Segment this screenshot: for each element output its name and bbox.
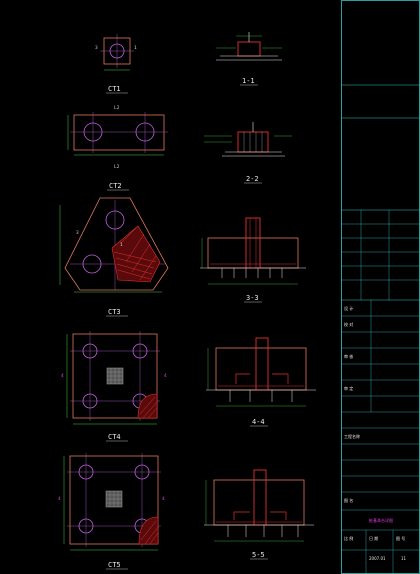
reviewer-label: 审 核: [344, 353, 353, 359]
date-label: 日 期: [369, 535, 378, 541]
section-2-2: 2-2: [204, 122, 292, 184]
section-5-5: 5-5: [204, 469, 314, 560]
section-1-1: 1-1: [216, 32, 282, 86]
plan-caption-ct5: CT5: [108, 561, 121, 569]
section-mark-right: 4: [164, 373, 167, 379]
section-caption-2-2: 2-2: [246, 175, 259, 183]
section-mark-left: 4: [58, 496, 61, 502]
drawing-name: 桩基承台详图: [369, 517, 393, 523]
pile-cap-plan-ct2: L2 L2 CT2: [67, 105, 168, 191]
pile-cap-plan-ct1: 3 1 CT1: [95, 34, 137, 94]
plan-caption-ct4: CT4: [108, 433, 121, 441]
drawing-name-label: 图 名: [344, 497, 353, 503]
title-block-grid: [341, 210, 420, 574]
date-value: 2007.01: [369, 556, 386, 561]
plan-caption-ct1: CT1: [108, 85, 121, 93]
pile-cap-mark-right: 1: [120, 242, 123, 248]
dim-label-top: L2: [114, 105, 120, 111]
section-4-4: 4-4: [206, 337, 316, 427]
drawing-no-label: 图 号: [396, 535, 405, 541]
checker-label: 校 对: [344, 321, 353, 327]
section-mark-left: 4: [61, 373, 64, 379]
sheet-number: 11: [401, 556, 407, 561]
rebar-mesh-hatch: [111, 225, 161, 283]
section-3-3: 3-3: [200, 217, 306, 303]
section-mark-right: 4: [162, 496, 165, 502]
pile-cap-mark-left: 3: [95, 45, 98, 51]
scale-label: 比 例: [344, 535, 353, 541]
pile-cap-mark-right: 1: [134, 45, 137, 51]
section-caption-3-3: 3-3: [246, 294, 259, 302]
designer-label: 设 计: [344, 305, 353, 311]
plan-caption-ct3: CT3: [108, 308, 121, 316]
pile-cap-mark-left: 3: [76, 230, 79, 236]
pile-cap-plan-ct5: 4 4 CT5: [58, 453, 165, 570]
pile-cap-plan-ct4: 4 4 CT4: [61, 331, 167, 442]
plan-caption-ct2: CT2: [109, 182, 122, 190]
title-block: 设 计 校 对 审 核 审 定 工程名称 图 名 桩基承台详图 比 例 日 期 …: [341, 0, 420, 574]
project-label: 工程名称: [344, 433, 360, 439]
section-caption-5-5: 5-5: [252, 551, 265, 559]
approver-label: 审 定: [344, 385, 353, 391]
drawing-canvas: 3 1 CT1 L2 L2 CT2 3 1 CT3: [58, 32, 316, 570]
section-caption-1-1: 1-1: [242, 77, 255, 85]
pile-cap-plan-ct3: 3 1 CT3: [59, 197, 169, 317]
dim-label-bottom: L2: [114, 164, 120, 170]
section-caption-4-4: 4-4: [252, 418, 265, 426]
